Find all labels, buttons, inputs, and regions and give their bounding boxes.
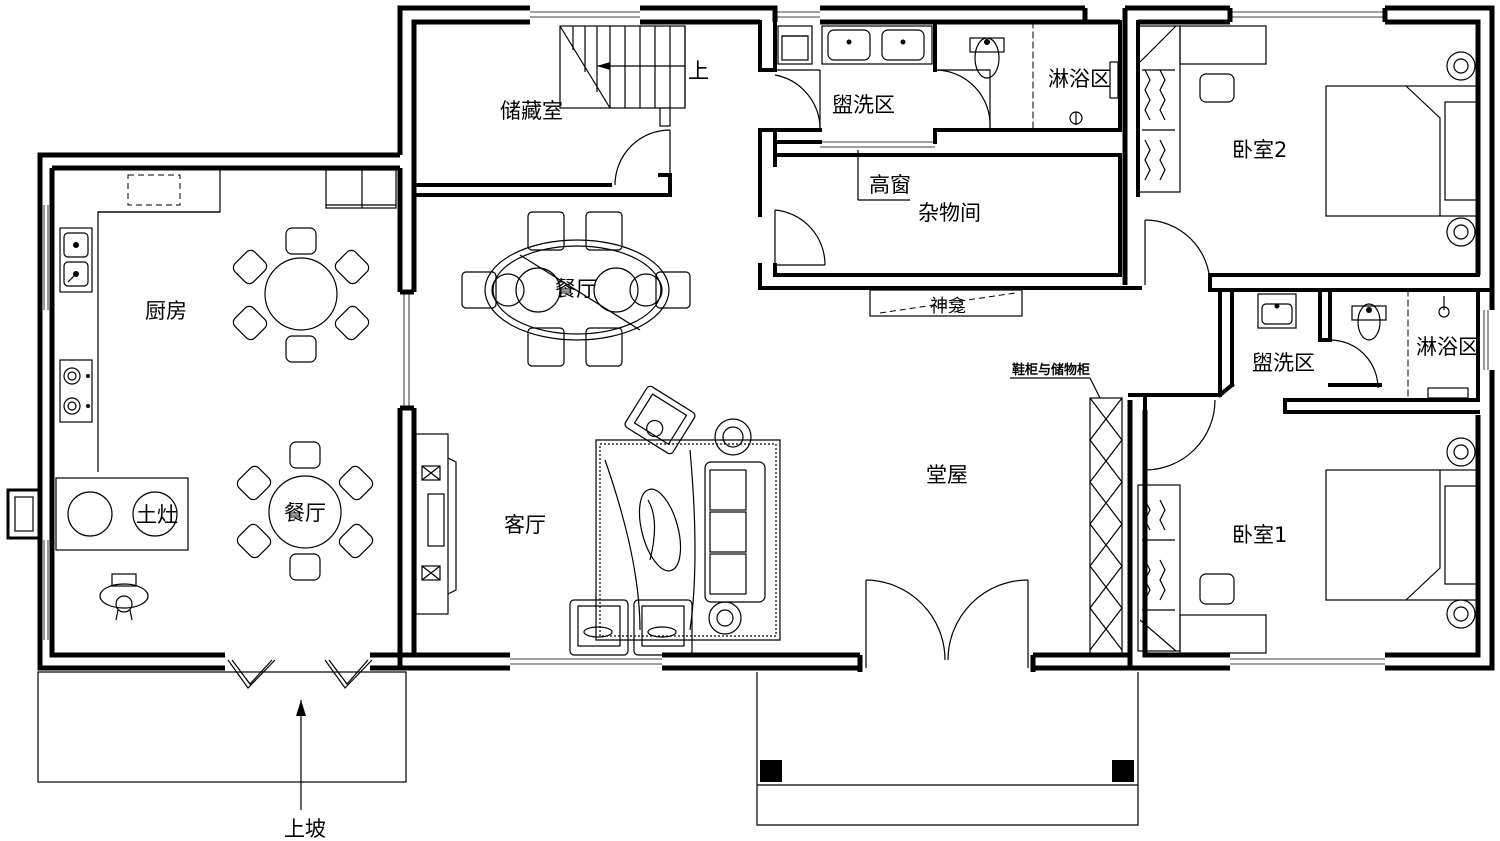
label-utility: 杂物间: [918, 201, 981, 225]
shrine-cabinet: [869, 289, 1023, 317]
label-storage: 储藏室: [500, 99, 563, 123]
label-hall: 堂屋: [926, 463, 968, 487]
interior-walls: [412, 20, 1494, 414]
label-dining-center: 餐厅: [555, 277, 597, 301]
label-bedroom1: 卧室1: [1232, 523, 1287, 547]
kitchen-round-table-2: [236, 441, 374, 581]
washroom-top-fixtures: [777, 25, 1119, 125]
label-shower-top: 淋浴区: [1048, 67, 1111, 91]
label-dining-kitchen: 餐厅: [284, 501, 326, 525]
bedroom2-furniture: [1137, 25, 1479, 247]
label-stair-up: 上: [688, 59, 709, 83]
staircase: [559, 25, 686, 127]
label-washroom-right: 盥洗区: [1252, 351, 1315, 375]
label-shrine: 神龛: [930, 296, 966, 317]
label-shower-right: 淋浴区: [1416, 335, 1479, 359]
shoe-cabinet: [1010, 377, 1123, 657]
living-room-furniture: [415, 385, 781, 656]
label-shoe-cabinet: 鞋柜与储物柜: [1012, 362, 1090, 378]
label-ramp-up: 上坡: [284, 817, 326, 841]
label-stove: 土灶: [136, 503, 178, 527]
windows: [43, 11, 1489, 665]
exterior-walls: [37, 5, 1495, 672]
label-living: 客厅: [504, 513, 546, 537]
room-labels: 储藏室 上 盥洗区 淋浴区 卧室2 高窗 杂物间 餐厅 神龛 厨房 土灶 餐厅 …: [136, 59, 1479, 841]
exterior-platforms: [6, 488, 1139, 826]
doors: [227, 69, 1379, 689]
bedroom1-furniture: [1137, 437, 1479, 654]
kitchen-fixtures: [55, 169, 397, 621]
label-kitchen: 厨房: [145, 299, 187, 323]
oval-dining-table: [461, 211, 691, 367]
label-washroom-top: 盥洗区: [832, 93, 895, 117]
label-high-window: 高窗: [869, 173, 911, 197]
bath-right-fixtures: [1257, 293, 1469, 399]
kitchen-round-table-1: [232, 227, 370, 363]
label-bedroom2: 卧室2: [1232, 138, 1287, 162]
